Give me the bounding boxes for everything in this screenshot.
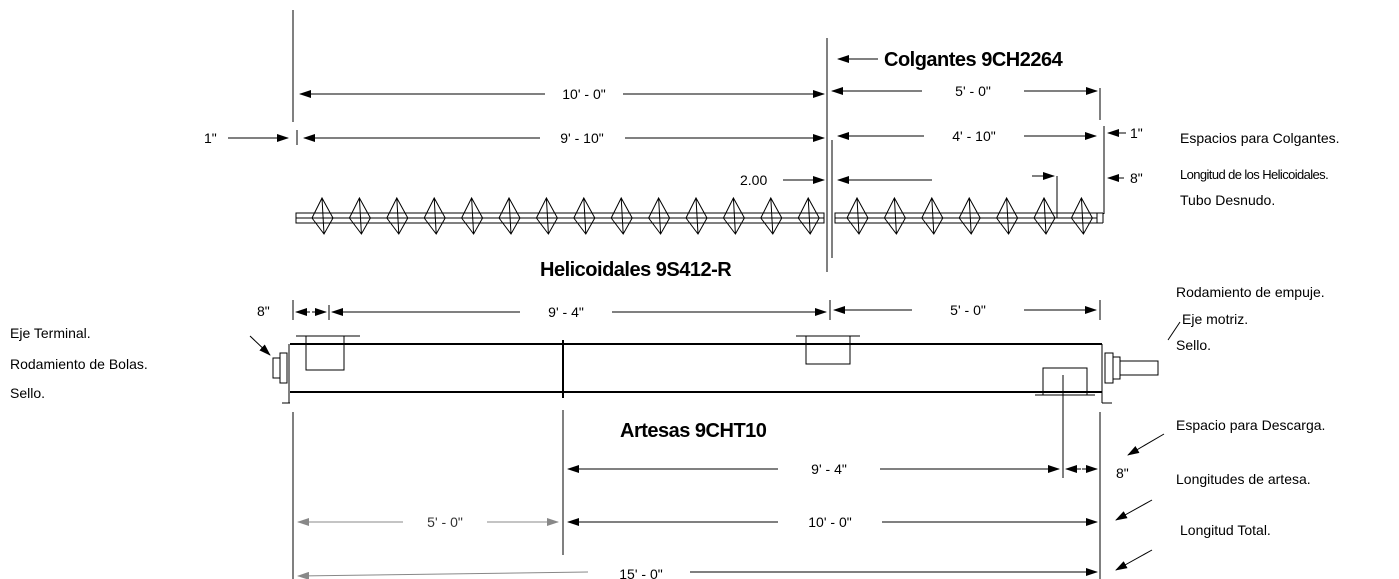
dim-row-total: 15' - 0" — [297, 566, 1098, 579]
note-left-seal: Sello. — [10, 385, 45, 401]
dim-discharge-span: 9' - 4" — [811, 461, 847, 477]
flights-heading: Helicoidales 9S412-R — [540, 259, 732, 281]
flight-blade — [423, 196, 446, 235]
trough-assembly — [272, 335, 1159, 404]
note-trough-lengths: Longitudes de artesa. — [1176, 471, 1311, 487]
dim-row-discharge: 9' - 4" 8" — [567, 461, 1129, 481]
flight-blade — [386, 196, 409, 235]
flight-blade — [498, 196, 521, 235]
note-thrust-bearing: Rodamiento de empuje. — [1176, 284, 1325, 300]
flight-blade — [722, 196, 745, 235]
dim-top-left-span: 10' - 0" — [562, 86, 605, 102]
hanger-left — [296, 335, 360, 371]
flight-blade — [685, 196, 708, 235]
dim-trough-end-gap: 8" — [257, 303, 270, 319]
dim-bare-tube: 8" — [1130, 170, 1143, 186]
dim-gap-left: 1" — [204, 130, 217, 146]
dim-row-trough-lengths: 5' - 0" 10' - 0" — [297, 514, 1098, 530]
flight-blade — [461, 196, 484, 235]
flight-blade — [996, 196, 1019, 235]
flight-blade — [760, 196, 783, 235]
flight-blade — [610, 196, 633, 235]
dim-flight-left: 9' - 10" — [560, 130, 603, 146]
dim-trough-left-span: 9' - 4" — [548, 304, 584, 320]
flight-blade — [535, 196, 558, 235]
note-ball-bearing: Rodamiento de Bolas. — [10, 356, 148, 372]
dim-total: 15' - 0" — [619, 566, 662, 579]
hanger-middle — [796, 335, 860, 365]
drive-pointer — [1167, 321, 1181, 341]
total-length-pointer — [1115, 549, 1153, 571]
left-notes: Eje Terminal. Rodamiento de Bolas. Sello… — [10, 325, 271, 401]
dim-flight-right: 4' - 10" — [952, 128, 995, 144]
note-right-seal: Sello. — [1176, 337, 1211, 353]
dim-row-hanger-spacing: 10' - 0" 5' - 0" — [299, 83, 1098, 102]
flight-blade — [573, 196, 596, 235]
trough-lengths-pointer — [1115, 499, 1153, 521]
dim-trough-right-span: 5' - 0" — [950, 302, 986, 318]
flight-blade — [1070, 196, 1093, 235]
note-bare-tube: Tubo Desnudo. — [1180, 192, 1275, 208]
right-notes: Espacios para Colgantes. Longitud de los… — [1115, 130, 1340, 571]
note-total-length: Longitud Total. — [1180, 522, 1271, 538]
flight-blade — [883, 196, 906, 235]
discharge-pointer — [1127, 433, 1165, 456]
dim-tube-gap: 2.00 — [740, 172, 767, 188]
dim-lower-right: 10' - 0" — [808, 514, 851, 530]
dim-row-flight-lengths: 1" 9' - 10" 4' - 10" 1" — [204, 125, 1143, 146]
dim-top-right-span: 5' - 0" — [955, 83, 991, 99]
dim-discharge-gap: 8" — [1116, 465, 1129, 481]
flight-blade — [1033, 196, 1056, 235]
hangers-heading: Colgantes 9CH2264 — [884, 49, 1064, 71]
troughs-heading: Artesas 9CHT10 — [620, 420, 767, 442]
flight-blade — [348, 196, 371, 235]
screw-flights — [295, 196, 1104, 235]
note-flight-length: Longitud de los Helicoidales. — [1180, 167, 1328, 182]
flight-blade — [958, 196, 981, 235]
flight-blade — [648, 196, 671, 235]
discharge-spout — [1035, 367, 1095, 396]
flight-blade — [846, 196, 869, 235]
flight-blade — [921, 196, 944, 235]
note-discharge-space: Espacio para Descarga. — [1176, 417, 1325, 433]
dim-row-trough-top: 8" 9' - 4" 5' - 0" — [257, 302, 1097, 320]
dim-lower-left: 5' - 0" — [427, 514, 463, 530]
note-drive-shaft: Eje motriz. — [1182, 311, 1248, 327]
flight-blade — [797, 196, 820, 235]
note-end-shaft: Eje Terminal. — [10, 325, 91, 341]
dim-row-tube: 2.00 8" — [740, 170, 1143, 218]
end-shaft-pointer — [249, 335, 271, 356]
flight-blade — [311, 196, 334, 235]
note-hanger-spacing: Espacios para Colgantes. — [1180, 130, 1340, 146]
dim-gap-right: 1" — [1130, 125, 1143, 141]
